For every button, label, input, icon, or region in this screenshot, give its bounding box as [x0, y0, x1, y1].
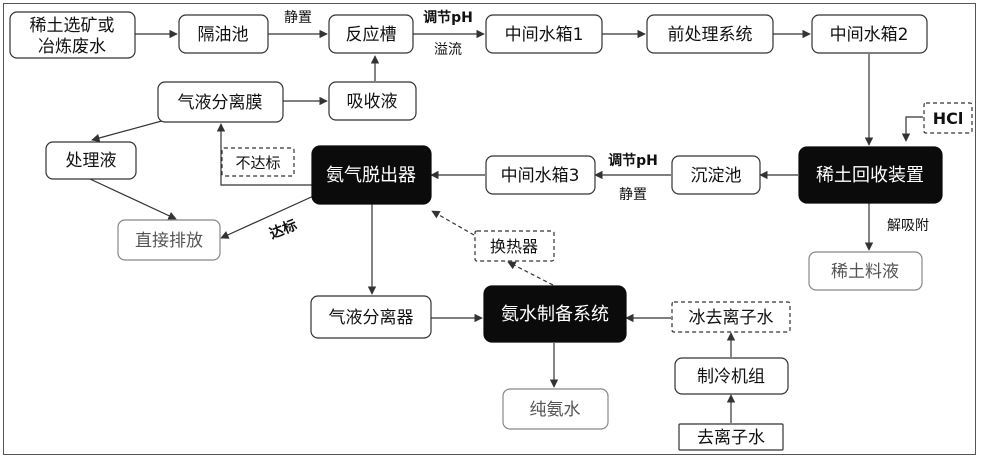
node-deionized-water: 去离子水 [678, 423, 784, 451]
node-mid-tank-3: 中间水箱3 [485, 155, 596, 195]
node-gas-liquid-membrane: 气液分离膜 [157, 81, 284, 123]
node-raw-wastewater: 稀土选矿或 冶炼废水 [9, 11, 136, 59]
node-rare-earth-liquid: 稀土料液 [808, 251, 923, 291]
node-ammonia-water-system: 氨水制备系统 [483, 285, 627, 343]
svg-text:稀土料液: 稀土料液 [831, 262, 899, 282]
svg-text:氨水制备系统: 氨水制备系统 [501, 304, 609, 325]
svg-text:反应槽: 反应槽 [346, 25, 397, 45]
svg-text:纯氨水: 纯氨水 [530, 400, 581, 420]
svg-text:去离子水: 去离子水 [697, 428, 765, 448]
node-reaction-tank: 反应槽 [328, 14, 414, 54]
node-pure-ammonia-water: 纯氨水 [502, 388, 609, 430]
svg-text:稀土选矿或: 稀土选矿或 [30, 16, 115, 36]
arrow-stripper-to-membrane [216, 123, 312, 186]
node-ammonia-stripper: 氨气脱出器 [311, 145, 432, 205]
svg-text:中间水箱2: 中间水箱2 [830, 25, 909, 45]
node-gas-liquid-separator: 气液分离器 [310, 295, 432, 339]
svg-text:沉淀池: 沉淀池 [691, 166, 742, 186]
svg-text:隔油池: 隔油池 [198, 25, 249, 45]
node-chiller: 制冷机组 [674, 357, 789, 395]
svg-text:冰去离子水: 冰去离子水 [689, 308, 774, 328]
svg-text:氨气脱出器: 氨气脱出器 [326, 165, 416, 186]
svg-text:处理液: 处理液 [66, 151, 117, 171]
node-pretreatment: 前处理系统 [646, 14, 774, 54]
svg-text:前处理系统: 前处理系统 [668, 25, 753, 45]
svg-text:直接排放: 直接排放 [135, 231, 203, 251]
label-adjust-ph-2: 调节pH [608, 152, 658, 169]
node-direct-discharge: 直接排放 [117, 219, 221, 261]
svg-text:换热器: 换热器 [490, 237, 538, 256]
svg-text:吸收液: 吸收液 [347, 92, 398, 112]
node-oil-separator: 隔油池 [178, 14, 269, 54]
node-substandard: 不达标 [221, 147, 295, 177]
node-absorption-liquid: 吸收液 [328, 81, 417, 121]
svg-text:不达标: 不达标 [235, 154, 280, 172]
svg-text:制冷机组: 制冷机组 [697, 367, 765, 387]
label-settle-2: 静置 [619, 187, 647, 203]
node-rare-earth-recovery: 稀土回收装置 [798, 146, 943, 204]
svg-text:冶炼废水: 冶炼废水 [38, 37, 106, 57]
arrow-hcl-to-recovery [901, 116, 923, 142]
arrow-heat-exchanger-to-stripper [431, 210, 475, 236]
svg-text:中间水箱1: 中间水箱1 [505, 25, 584, 45]
label-up-to-standard: 达标 [267, 216, 299, 242]
node-mid-tank-1: 中间水箱1 [485, 14, 603, 54]
label-adjust-ph-1: 调节pH [423, 9, 473, 26]
svg-text:HCl: HCl [933, 109, 964, 128]
svg-text:气液分离膜: 气液分离膜 [178, 93, 263, 113]
diagram-frame [3, 3, 976, 455]
arrow-treated-liquid-to-discharge [89, 178, 177, 220]
edge-labels: 静置 调节pH 溢流 调节pH 静置 解吸附 达标 [267, 9, 929, 243]
node-treated-liquid: 处理液 [45, 141, 137, 180]
label-desorption: 解吸附 [887, 218, 929, 234]
node-sediment-tank: 沉淀池 [671, 155, 761, 195]
label-overflow: 溢流 [434, 42, 462, 58]
svg-text:稀土回收装置: 稀土回收装置 [816, 165, 924, 186]
node-ice-deionized-water: 冰去离子水 [671, 301, 791, 333]
label-settle-1: 静置 [284, 10, 312, 26]
connectors [89, 29, 923, 423]
arrow-ammonia-system-to-heat-exchanger [507, 261, 554, 286]
node-mid-tank-2: 中间水箱2 [811, 14, 928, 54]
arrow-stripper-to-discharge [220, 193, 319, 239]
node-heat-exchanger: 换热器 [474, 230, 555, 262]
node-hcl: HCl [923, 102, 973, 134]
svg-text:气液分离器: 气液分离器 [329, 308, 414, 328]
svg-text:中间水箱3: 中间水箱3 [501, 166, 580, 186]
